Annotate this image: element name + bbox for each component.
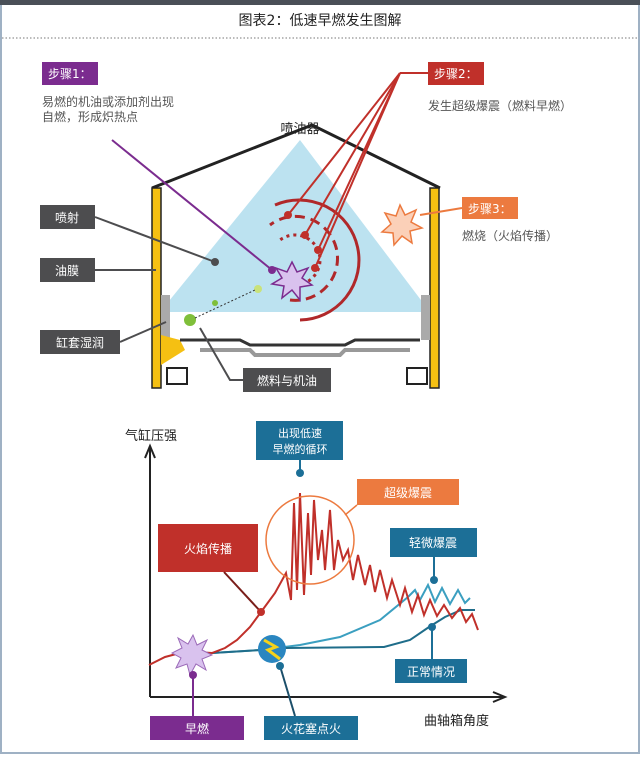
lspi-cycle-line2: 早燃的循环 — [273, 442, 328, 456]
fuel-droplet — [184, 314, 196, 326]
step2-dot — [311, 264, 319, 272]
step2-leaders — [287, 72, 428, 269]
oil-film-label: 油膜 — [55, 264, 79, 278]
flame-propagation-badge — [158, 524, 258, 572]
super-knock-circle — [265, 495, 355, 585]
pre-ignition-dot — [189, 671, 197, 679]
liner-wetting-badge — [40, 330, 120, 354]
spark-ignition-badge — [264, 716, 358, 740]
x-axis-arrow-icon — [492, 691, 508, 703]
spark-ignition-dot — [276, 662, 284, 670]
step3-label: 步骤3： — [468, 202, 512, 216]
step1-badge — [42, 62, 98, 85]
super-knock-leader — [344, 504, 358, 516]
spray-dot — [211, 258, 219, 266]
fuel-droplet — [212, 300, 218, 306]
step1-leader-dot — [268, 266, 276, 274]
step2-dot — [284, 211, 292, 219]
step2-desc: 发生超级爆震（燃料早燃） — [428, 98, 572, 113]
liner-wetting-label: 缸套湿润 — [56, 335, 104, 350]
normal-badge — [395, 659, 467, 683]
right-oil-film — [421, 295, 430, 340]
spray-cone — [160, 140, 430, 312]
y-axis-arrow-icon — [144, 443, 156, 459]
pressure-chart: 气缸压强 曲轴箱角度 出现低速 早燃的循环 超级爆震 火焰传播 轻微爆震 正常情… — [125, 421, 508, 740]
spray-leader — [94, 216, 216, 263]
flame-arc-outer — [274, 198, 361, 322]
flame-propagation-leader — [223, 571, 262, 613]
right-wall — [429, 187, 440, 389]
step2-badge — [428, 62, 484, 85]
step1-desc-line1: 易燃的机油或添加剂出现 — [42, 94, 174, 109]
page-title: 图表2：低速早燃发生图解 — [239, 12, 402, 29]
spray-badge — [40, 205, 95, 229]
combustion-burst-icon — [380, 203, 425, 247]
liner-wetting-area — [161, 335, 185, 365]
spark-ignition-leader — [279, 665, 296, 717]
step2-dot — [301, 231, 309, 239]
oil-film-badge — [40, 258, 95, 282]
left-oil-film — [161, 295, 170, 340]
fuel-oil-label: 燃料与机油 — [257, 373, 317, 388]
x-axis-label: 曲轴箱角度 — [424, 713, 489, 729]
normal-dot — [428, 623, 436, 631]
flame-propagation-label: 火焰传播 — [184, 541, 232, 556]
step1-leader — [111, 139, 273, 271]
hot-spot-burst-icon — [269, 260, 314, 303]
cylinder-roof — [151, 123, 441, 190]
lightning-icon — [263, 638, 281, 661]
step1-desc-line2: 自燃，形成炽热点 — [42, 109, 138, 124]
step3-badge — [462, 197, 518, 219]
piston-top — [180, 338, 420, 347]
light-knock-label: 轻微爆震 — [409, 536, 457, 550]
fuel-droplet — [254, 285, 262, 293]
normal-label: 正常情况 — [407, 665, 455, 679]
lspi-cycle-line1: 出现低速 — [278, 426, 322, 440]
spark-ignition-label: 火花塞点火 — [281, 721, 341, 736]
step3-desc: 燃烧（火焰传播） — [462, 228, 558, 243]
light-knock-badge — [390, 528, 477, 557]
step2-label: 步骤2： — [434, 67, 478, 81]
injector-label: 喷油器 — [280, 122, 319, 137]
light-knock-dot — [430, 576, 438, 584]
step1-label: 步骤1： — [48, 67, 92, 81]
step2-dot — [314, 246, 322, 254]
lspi-cycle-badge — [256, 421, 343, 460]
step3-leader — [419, 207, 463, 216]
piston-ring — [200, 348, 410, 357]
engine-cylinder — [151, 123, 441, 389]
droplet-path-arrow — [194, 289, 256, 319]
flame-arc-mid — [269, 214, 339, 302]
left-piston-pin — [166, 367, 188, 385]
super-knock-label: 超级爆震 — [384, 485, 432, 500]
flame-propagation-dot — [257, 608, 265, 616]
super-knock-badge — [357, 479, 459, 505]
left-wall — [151, 187, 162, 389]
liner-wetting-leader — [119, 321, 167, 343]
fuel-oil-leader — [199, 327, 243, 381]
y-axis-label: 气缸压强 — [125, 428, 177, 444]
top-bar — [0, 0, 640, 5]
pre-ignition-badge — [150, 716, 244, 740]
pre-ignition-label: 早燃 — [185, 721, 209, 736]
spray-label: 喷射 — [55, 210, 79, 225]
fuel-oil-badge — [243, 368, 331, 392]
right-piston-pin — [406, 367, 428, 385]
